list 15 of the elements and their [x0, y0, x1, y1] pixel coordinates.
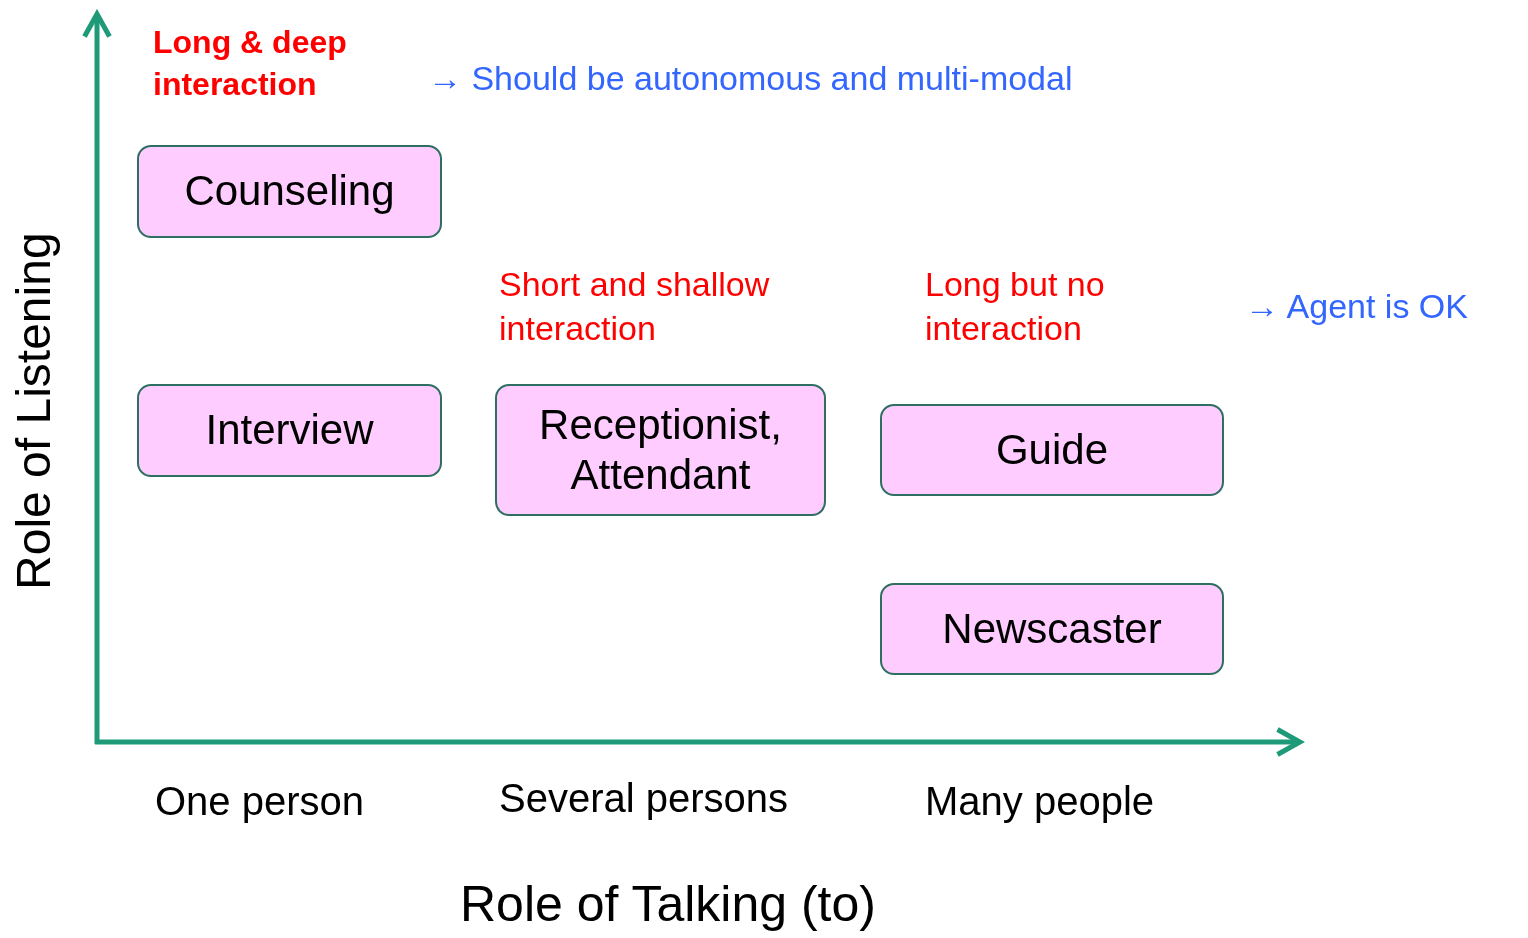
category-box: Guide [880, 404, 1224, 496]
category-box: Interview [137, 384, 442, 477]
annotation: → Should be autonomous and multi-modal [428, 58, 1073, 99]
annotation: Long but no interaction [925, 264, 1106, 350]
category-box: Newscaster [880, 583, 1224, 675]
category-label: One person [155, 778, 365, 825]
axis-title: Role of Listening [5, 232, 61, 590]
category-label: Many people [925, 778, 1155, 825]
annotation: → Agent is OK [1245, 286, 1468, 327]
annotation: Long & deep interaction [153, 23, 348, 104]
category-box: Counseling [137, 145, 442, 238]
category-label: Several persons [499, 775, 789, 822]
axis-title: Role of Talking (to) [460, 875, 876, 934]
annotation: Short and shallow interaction [499, 264, 771, 350]
category-box: Receptionist, Attendant [495, 384, 826, 516]
